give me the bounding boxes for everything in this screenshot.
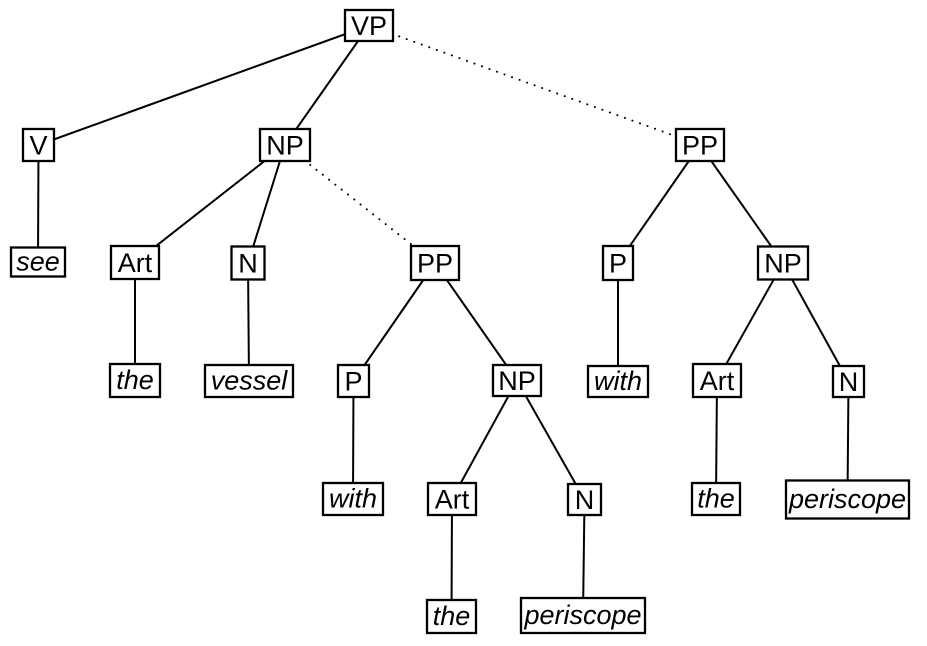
tree-edge-art_r-the_r <box>715 380 718 500</box>
tree-node-box-np_m <box>491 363 543 398</box>
tree-node-label-see: see <box>16 247 60 277</box>
tree-node-box-the_m <box>425 598 478 635</box>
tree-node-periscope_r: periscope <box>784 479 911 520</box>
tree-edge-np_l-n_l <box>247 144 286 264</box>
tree-node-box-n_r <box>831 364 866 399</box>
tree-node-vessel: vessel <box>203 363 295 399</box>
tree-edge-np_r-art_r <box>716 262 784 381</box>
tree-node-box-v <box>21 127 56 163</box>
tree-node-label-vp: VP <box>351 11 387 41</box>
tree-node-box-art_l <box>109 244 161 281</box>
tree-node-label-periscope_r: periscope <box>788 484 906 514</box>
tree-node-label-p_r: P <box>609 249 627 279</box>
tree-node-box-pp_r <box>674 127 726 163</box>
tree-node-np_r: NP <box>756 245 810 281</box>
tree-edge-pp_r-np_r <box>699 144 784 264</box>
tree-node-the_r: the <box>690 481 742 517</box>
tree-node-periscope_m: periscope <box>519 596 647 635</box>
tree-node-np_m: NP <box>491 363 543 398</box>
tree-edge-np_l-pp_m-dotted <box>284 144 436 264</box>
tree-node-pp_m: PP <box>409 244 461 282</box>
tree-node-label-with_m: with <box>329 484 377 514</box>
tree-node-p_r: P <box>601 244 635 282</box>
tree-node-box-n_m <box>566 482 603 517</box>
tree-edge-pp_m-p_m <box>352 262 436 382</box>
tree-node-box-art_m <box>426 481 478 517</box>
tree-node-art_m: Art <box>426 481 478 517</box>
tree-node-label-np_m: NP <box>498 366 536 396</box>
tree-node-the_l: the <box>108 362 162 399</box>
tree-node-box-pp_m <box>409 244 461 282</box>
tree-node-box-see <box>9 246 67 278</box>
tree-edge-np_m-art_m <box>451 380 518 500</box>
tree-node-box-n_l <box>230 245 266 281</box>
tree-node-vp: VP <box>343 8 395 43</box>
tree-node-n_m: N <box>566 482 603 517</box>
tree-node-art_l: Art <box>109 244 161 281</box>
tree-node-with_r: with <box>586 364 650 399</box>
tree-node-label-with_r: with <box>594 366 642 396</box>
tree-edge-vp-pp_r-dotted <box>368 24 701 146</box>
tree-node-the_m: the <box>425 598 478 635</box>
tree-node-label-the_m: the <box>433 601 471 631</box>
tree-edge-pp_m-np_m <box>434 262 518 382</box>
tree-edge-n_m-periscope_m <box>582 499 586 616</box>
tree-node-label-p_m: P <box>344 367 362 397</box>
tree-node-with_m: with <box>321 481 385 517</box>
tree-edge-v-see <box>37 144 40 263</box>
tree-node-label-vessel: vessel <box>211 366 289 396</box>
tree-node-box-p_m <box>336 363 371 399</box>
tree-node-label-n_l: N <box>238 249 258 279</box>
tree-edge-art_m-the_m <box>450 498 453 617</box>
tree-node-box-np_r <box>756 245 810 281</box>
tree-edge-n_l-vessel <box>247 262 250 382</box>
tree-node-art_r: Art <box>691 362 743 399</box>
tree-node-p_m: P <box>336 363 371 399</box>
tree-node-label-np_l: NP <box>266 131 304 161</box>
tree-edge-p_m-with_m <box>352 380 355 500</box>
tree-node-label-art_m: Art <box>435 485 470 515</box>
tree-node-label-the_l: the <box>116 365 154 395</box>
tree-node-box-the_r <box>690 481 742 517</box>
tree-node-label-periscope_m: periscope <box>523 600 641 630</box>
tree-node-box-the_l <box>108 362 162 399</box>
tree-node-label-np_r: NP <box>764 249 802 279</box>
tree-node-label-the_r: the <box>697 484 735 514</box>
tree-node-box-np_l <box>258 127 312 163</box>
tree-node-v: V <box>21 127 56 163</box>
tree-edge-vp-np_l <box>284 24 370 146</box>
tree-node-label-art_r: Art <box>700 366 735 396</box>
tree-edge-vp-v <box>38 24 370 146</box>
tree-node-label-pp_m: PP <box>417 249 453 279</box>
tree-node-box-periscope_r <box>784 479 911 520</box>
tree-node-pp_r: PP <box>674 127 726 163</box>
tree-node-label-n_r: N <box>839 367 859 397</box>
tree-edge-np_m-n_m <box>516 380 586 500</box>
tree-node-box-with_r <box>586 364 650 399</box>
tree-node-box-vessel <box>203 363 295 399</box>
tree-node-box-with_m <box>321 481 385 517</box>
tree-edge-pp_r-p_r <box>617 144 701 264</box>
tree-node-label-v: V <box>29 131 47 161</box>
tree-node-box-p_r <box>601 244 635 282</box>
tree-node-see: see <box>9 246 67 278</box>
tree-node-label-art_l: Art <box>118 248 153 278</box>
tree-node-box-periscope_m <box>519 596 647 635</box>
tree-edge-np_l-art_l <box>134 144 286 264</box>
tree-node-box-vp <box>343 8 395 43</box>
tree-node-n_l: N <box>230 245 266 281</box>
tree-edge-np_r-n_r <box>782 262 850 382</box>
tree-node-np_l: NP <box>258 127 312 163</box>
tree-node-label-pp_r: PP <box>682 131 718 161</box>
tree-node-n_r: N <box>831 364 866 399</box>
tree-node-box-art_r <box>691 362 743 399</box>
tree-node-label-n_m: N <box>575 485 595 515</box>
